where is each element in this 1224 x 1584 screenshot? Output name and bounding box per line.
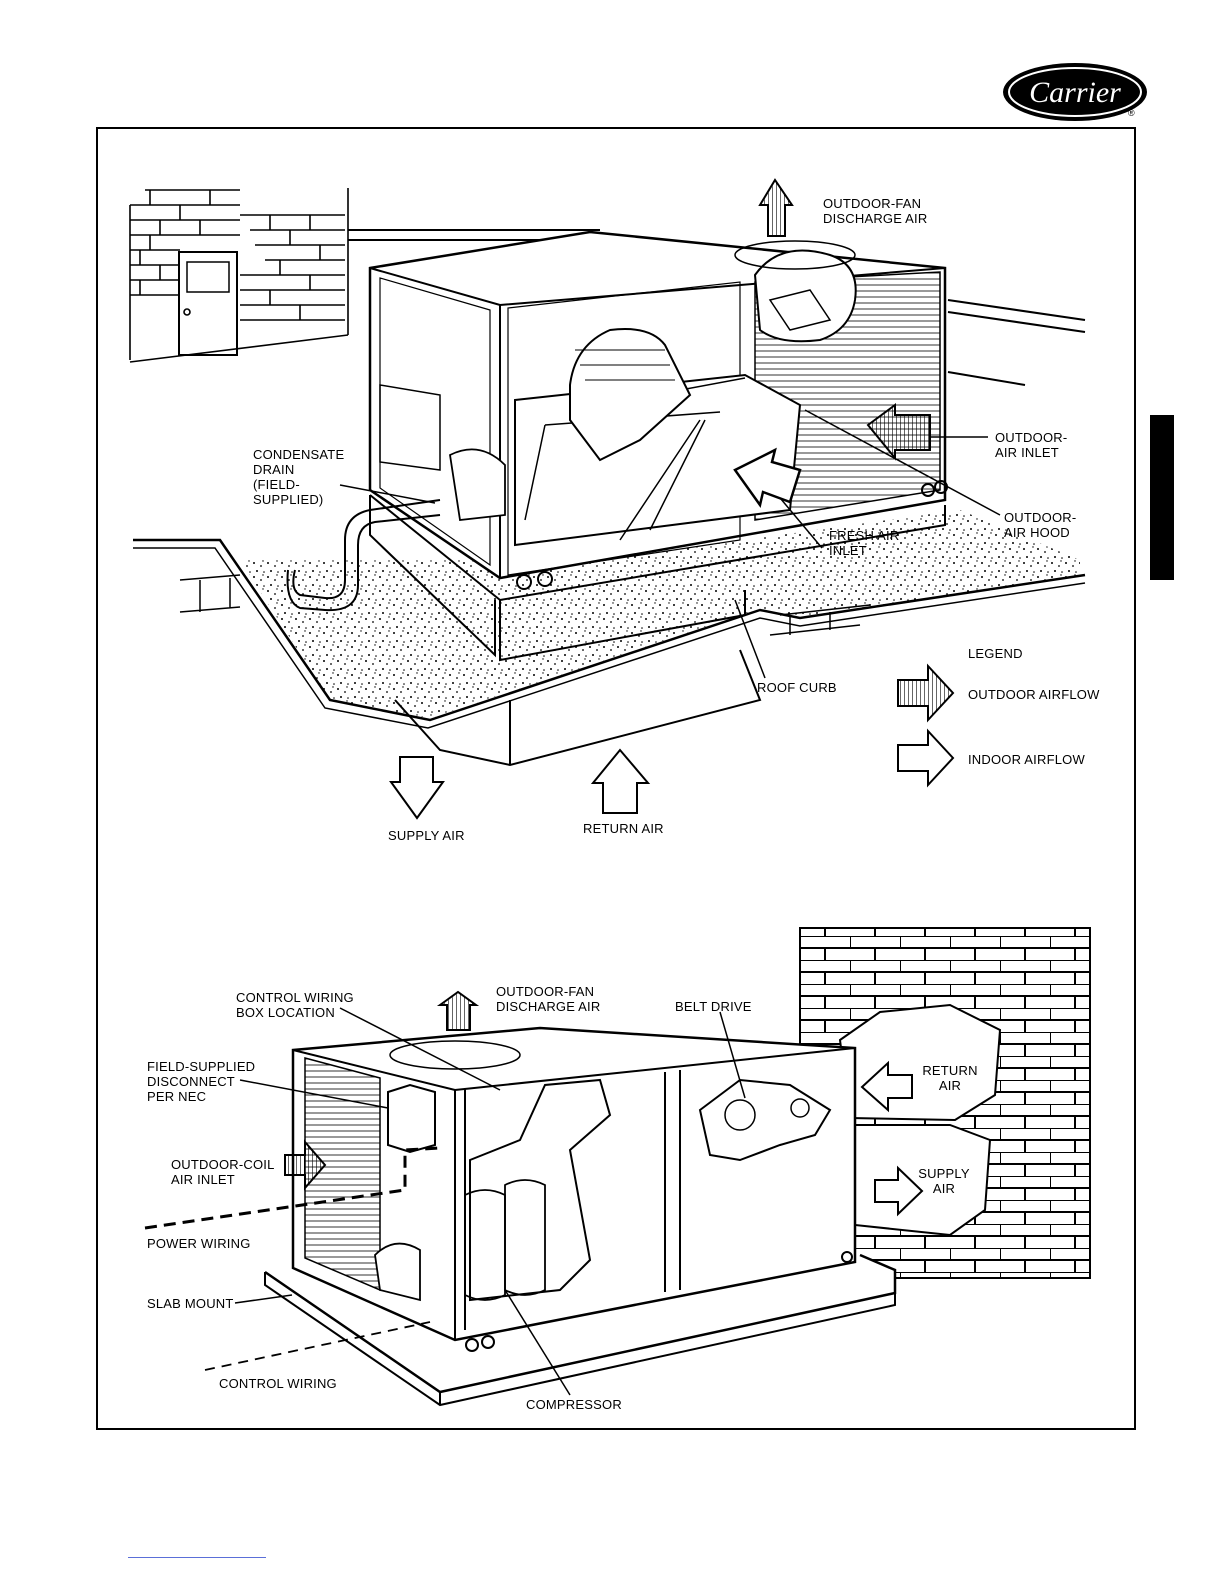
legend-outdoor-airflow: OUTDOOR AIRFLOW [968,687,1100,702]
supply-air-arrow-bottom [874,1165,924,1217]
label-supply-air: SUPPLY AIR [388,828,465,843]
label-belt-drive: BELT DRIVE [675,999,752,1014]
label-outdoor-coil-inlet: OUTDOOR-COIL AIR INLET [171,1157,275,1187]
label-return-air: RETURN AIR [583,821,664,836]
legend-indoor-airflow-arrow [897,728,955,788]
diagram-frame [96,127,1136,1430]
label-power-wiring: POWER WIRING [147,1236,251,1251]
label-condensate-drain: CONDENSATE DRAIN (FIELD- SUPPLIED) [253,447,345,507]
fresh-air-inlet-arrow [733,447,802,508]
section-tab [1150,415,1174,580]
label-roof-curb: ROOF CURB [757,680,837,695]
supply-air-arrow [389,756,445,820]
carrier-logo: Carrier [1003,63,1147,121]
legend-title: LEGEND [968,646,1023,661]
label-slab-mount: SLAB MOUNT [147,1296,234,1311]
return-air-arrow [590,748,651,814]
label-compressor: COMPRESSOR [526,1397,622,1412]
label-outdoor-fan-discharge-bottom: OUTDOOR-FAN DISCHARGE AIR [496,984,601,1014]
label-fresh-air-inlet: FRESH AIR INLET [829,528,900,558]
label-outdoor-air-inlet: OUTDOOR- AIR INLET [995,430,1068,460]
label-return-air-bottom: RETURN AIR [922,1063,978,1093]
footer-link-line [128,1557,266,1558]
registered-mark: ® [1128,108,1135,118]
label-outdoor-air-hood: OUTDOOR- AIR HOOD [1004,510,1077,540]
outdoor-fan-discharge-arrow-bottom [436,990,480,1031]
label-supply-air-bottom: SUPPLY AIR [918,1166,970,1196]
brick-wall-top [129,188,349,363]
outdoor-fan-discharge-arrow-top [758,178,794,237]
outdoor-air-inlet-arrow [866,403,931,461]
legend-indoor-airflow: INDOOR AIRFLOW [968,752,1085,767]
outdoor-coil-inlet-arrow [284,1139,327,1191]
bottom-slab-unit-illustration [144,927,1091,1407]
label-field-disconnect: FIELD-SUPPLIED DISCONNECT PER NEC [147,1059,256,1104]
label-control-wiring-box: CONTROL WIRING BOX LOCATION [236,990,354,1020]
carrier-logo-text: Carrier [1029,76,1121,109]
label-outdoor-fan-discharge-top: OUTDOOR-FAN DISCHARGE AIR [823,196,928,226]
legend-outdoor-airflow-arrow [897,663,955,723]
return-air-arrow-bottom [860,1060,913,1113]
label-control-wiring: CONTROL WIRING [219,1376,337,1391]
